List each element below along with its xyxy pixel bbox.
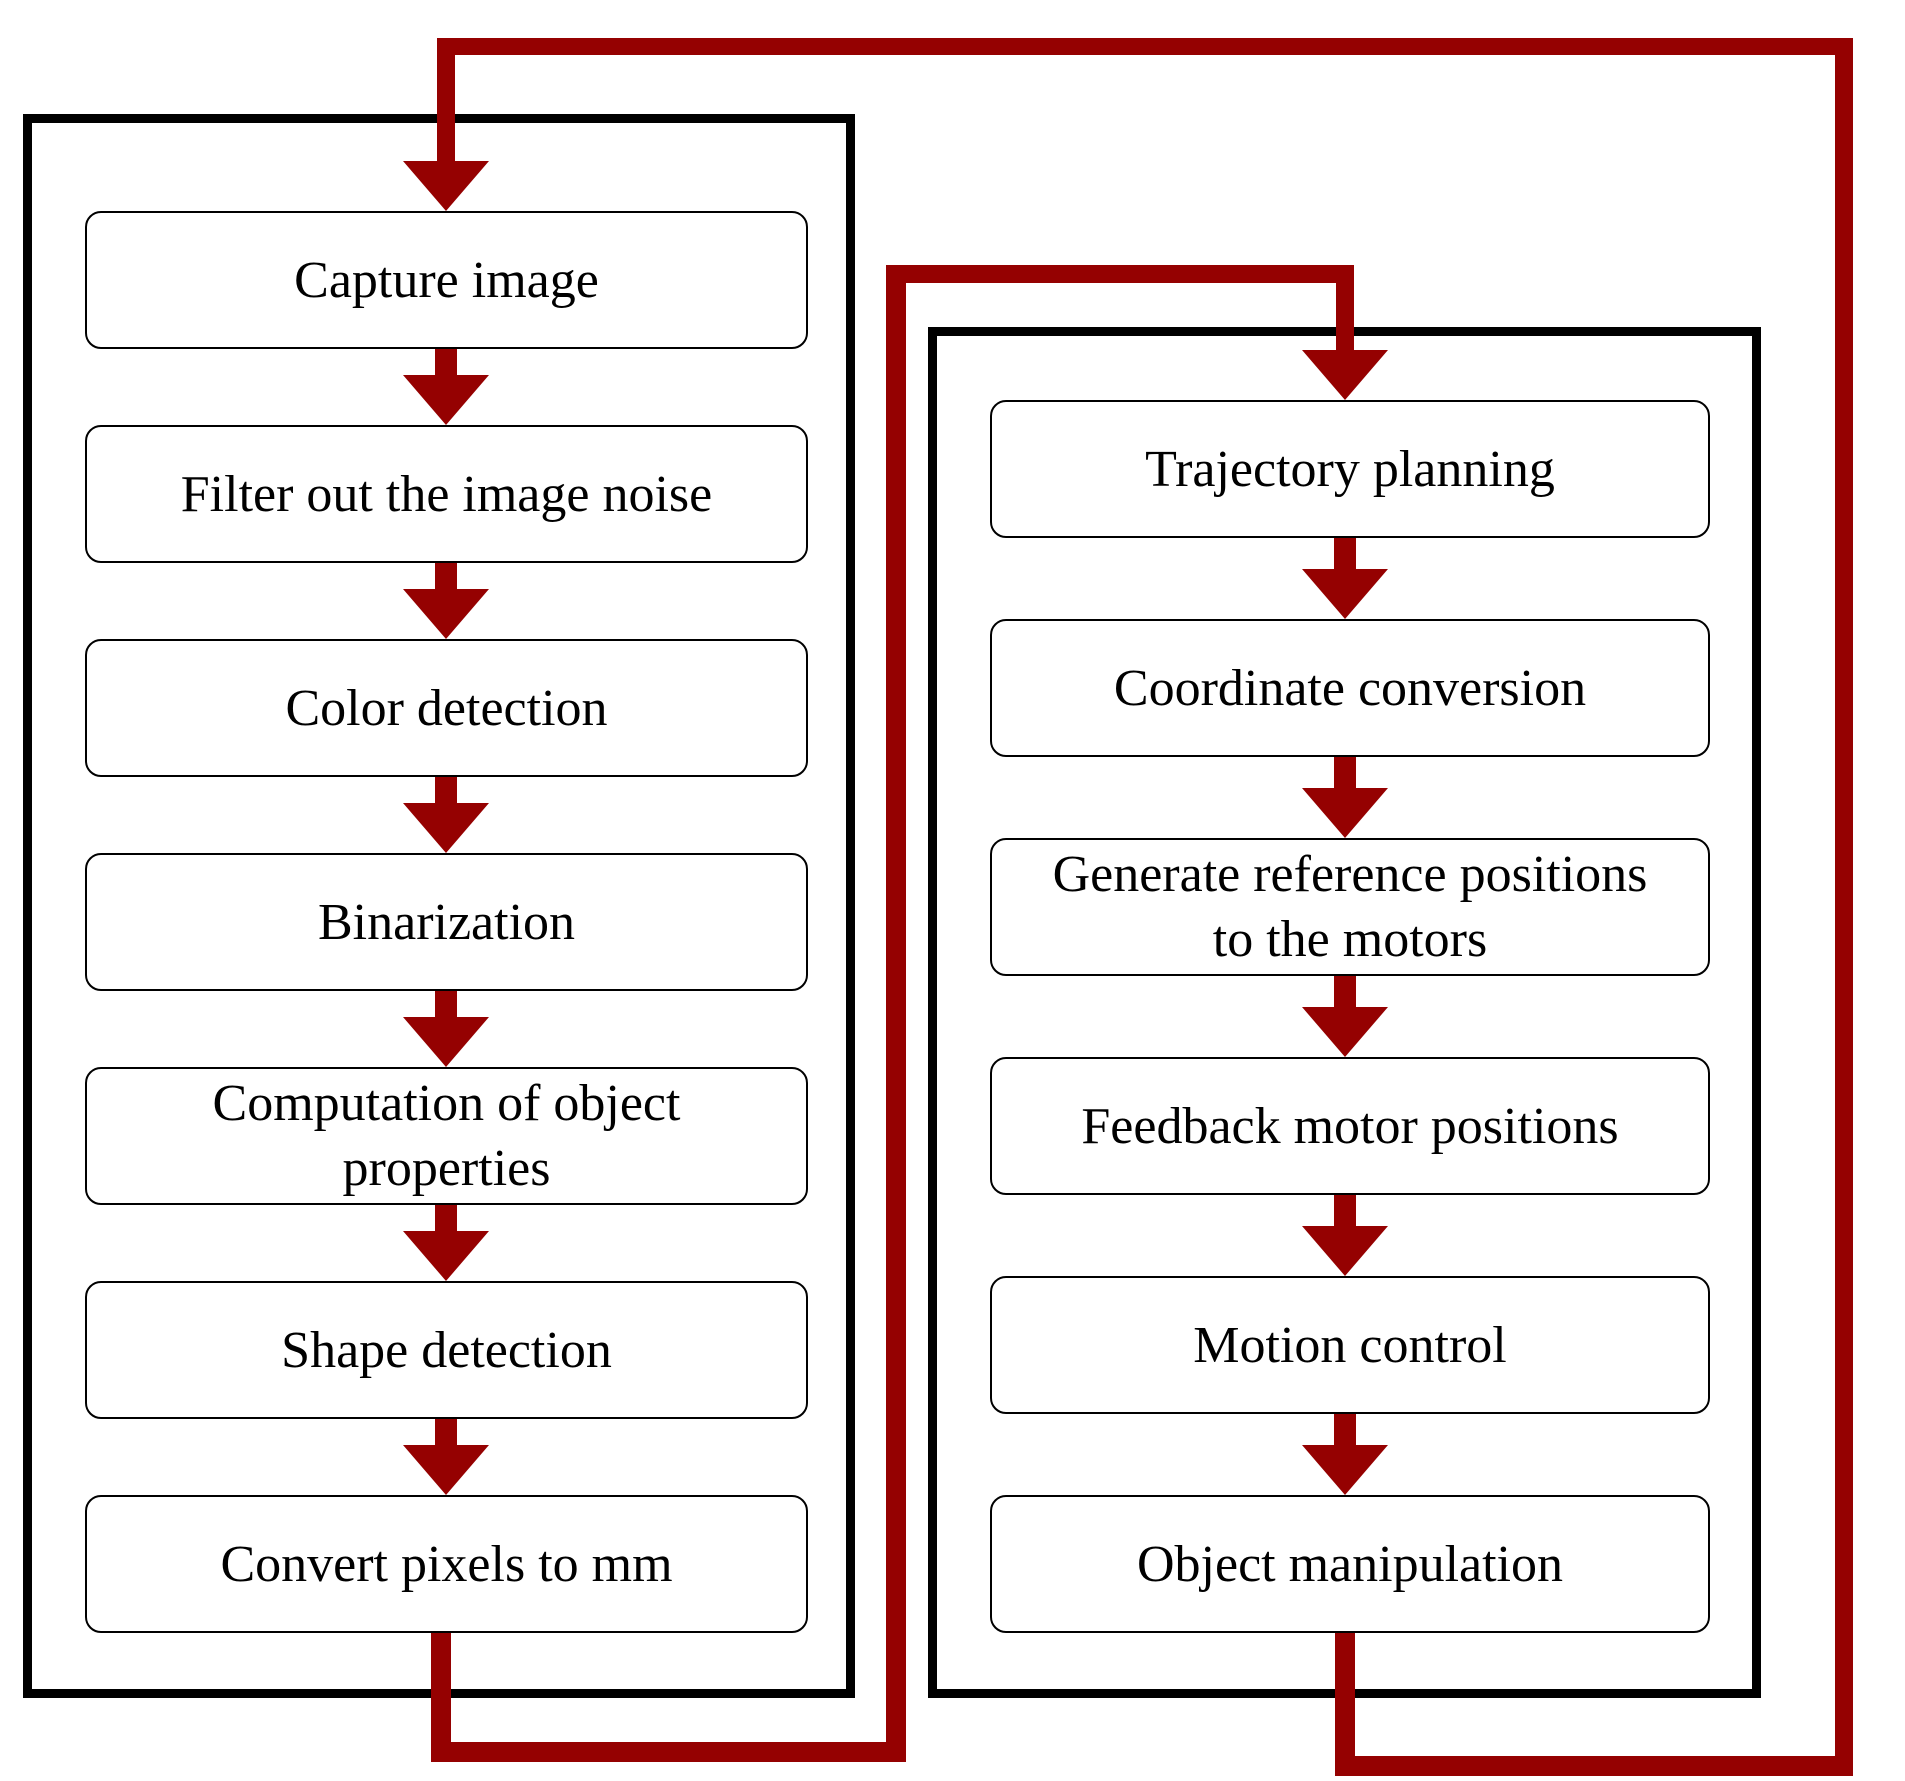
arrow-head-icon: [1302, 1226, 1388, 1276]
step-label: Shape detection: [281, 1321, 612, 1379]
arrow-shaft: [1334, 976, 1356, 1009]
step-label: Filter out the image noise: [180, 465, 713, 523]
step-label: Capture image: [294, 251, 599, 309]
inner-loop-exit-segment: [431, 1633, 451, 1762]
step-label: Trajectory planning: [1145, 440, 1555, 498]
outer-loop-right-segment: [1835, 38, 1853, 1776]
step-label: Convert pixels to mm: [220, 1535, 673, 1593]
arrow-shaft: [435, 777, 457, 805]
step-color-detection-box: Color detection: [85, 639, 808, 777]
arrow-head-icon: [1302, 1007, 1388, 1057]
arrow-head-icon: [1302, 788, 1388, 838]
inner-loop-bottom-segment: [431, 1742, 906, 1762]
outer-loop-top-segment: [437, 38, 1853, 55]
step-label: Color detection: [285, 679, 608, 737]
step-motion-control-box: Motion control: [990, 1276, 1710, 1414]
arrow-head-icon: [1302, 350, 1388, 400]
step-capture-image-box: Capture image: [85, 211, 808, 349]
arrow-shaft: [1334, 757, 1356, 790]
arrow-head-icon: [403, 803, 489, 853]
arrow-shaft: [435, 1205, 457, 1233]
step-filter-noise-box: Filter out the image noise: [85, 425, 808, 563]
inner-loop-middle-segment: [886, 265, 906, 1762]
outer-loop-exit-segment: [1335, 1633, 1355, 1776]
arrow-head-icon: [1302, 569, 1388, 619]
step-shape-detection-box: Shape detection: [85, 1281, 808, 1419]
arrow-shaft: [435, 991, 457, 1019]
arrow-shaft: [1334, 1195, 1356, 1228]
step-label: Coordinate conversion: [1113, 659, 1587, 717]
arrow-head-icon: [403, 589, 489, 639]
step-label: Object manipulation: [1136, 1535, 1563, 1593]
outer-loop-bottom-segment: [1336, 1756, 1853, 1776]
step-feedback-positions-box: Feedback motor positions: [990, 1057, 1710, 1195]
step-label: Computation of object properties: [212, 1075, 681, 1197]
step-trajectory-planning-box: Trajectory planning: [990, 400, 1710, 538]
step-convert-pixels-box: Convert pixels to mm: [85, 1495, 808, 1633]
step-coordinate-conversion-box: Coordinate conversion: [990, 619, 1710, 757]
step-label: Feedback motor positions: [1081, 1097, 1619, 1155]
inner-loop-top-segment: [886, 265, 1354, 283]
arrow-head-icon: [403, 1445, 489, 1495]
arrow-head-icon: [403, 1017, 489, 1067]
step-object-manipulation-box: Object manipulation: [990, 1495, 1710, 1633]
arrow-shaft: [1336, 265, 1354, 350]
arrow-shaft: [435, 349, 457, 377]
arrow-shaft: [437, 55, 455, 161]
step-reference-positions-box: Generate reference positions to the moto…: [990, 838, 1710, 976]
arrow-shaft: [1334, 1414, 1356, 1447]
arrow-head-icon: [403, 161, 489, 211]
step-label: Motion control: [1193, 1316, 1507, 1374]
step-label: Binarization: [317, 893, 576, 951]
arrow-head-icon: [403, 1231, 489, 1281]
arrow-head-icon: [1302, 1445, 1388, 1495]
arrow-head-icon: [403, 375, 489, 425]
step-label: Generate reference positions to the moto…: [1052, 846, 1648, 968]
arrow-shaft: [435, 1419, 457, 1447]
step-object-properties-box: Computation of object properties: [85, 1067, 808, 1205]
step-binarization-box: Binarization: [85, 853, 808, 991]
arrow-shaft: [435, 563, 457, 591]
arrow-shaft: [1334, 538, 1356, 571]
